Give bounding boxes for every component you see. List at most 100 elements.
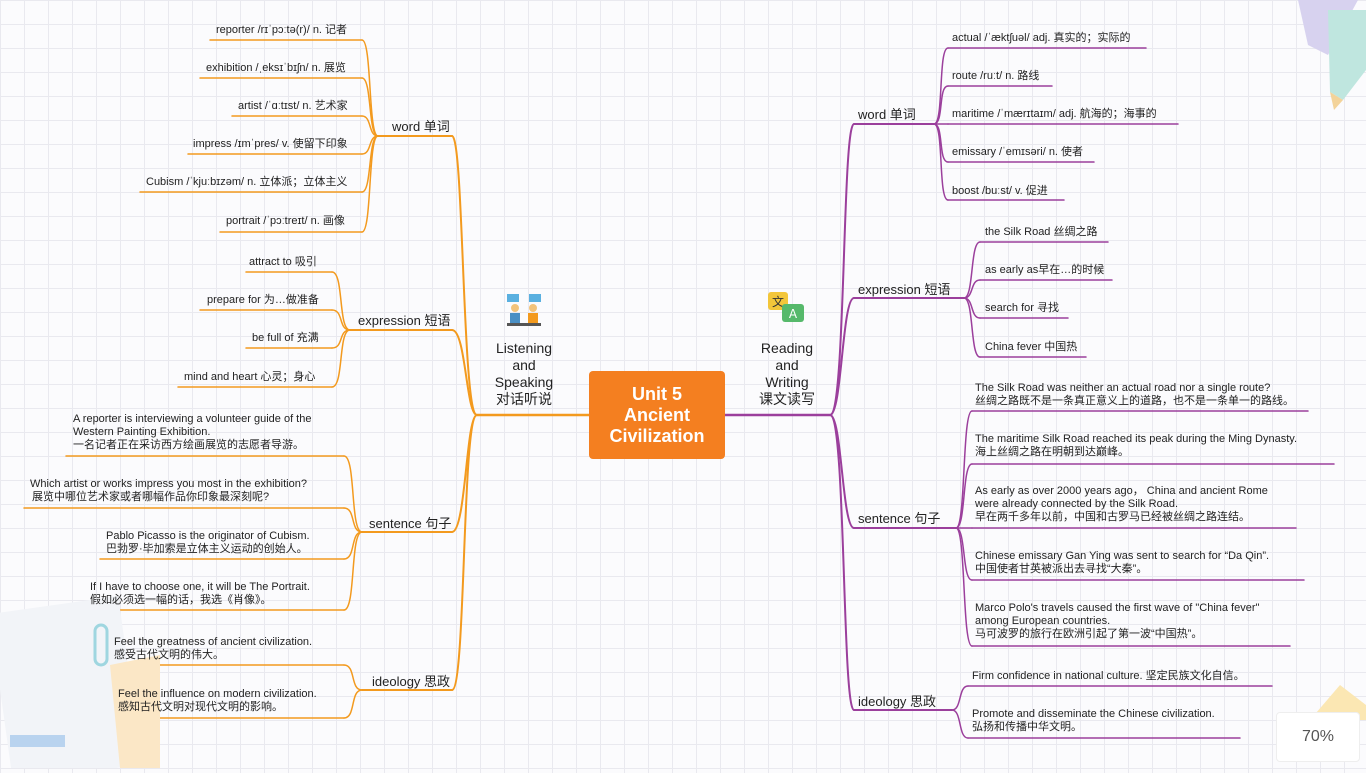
- ideology-line: Firm confidence in national culture. 坚定民…: [972, 670, 1245, 682]
- central-topic-line: Civilization: [609, 425, 705, 446]
- branch-label: 对话听说: [496, 391, 552, 407]
- vocab-item[interactable]: maritime /ˈmærɪtaɪm/ adj. 航海的；海事的: [952, 108, 1157, 120]
- category-word[interactable]: word 单词: [392, 119, 450, 134]
- phrase-item[interactable]: as early as早在…的时候: [985, 264, 1105, 276]
- leaf-connector: [361, 77, 379, 137]
- ideology-item[interactable]: Feel the influence on modern civilizatio…: [118, 688, 317, 714]
- zoom-level[interactable]: 70%: [1276, 712, 1360, 762]
- svg-text:文: 文: [772, 294, 784, 309]
- category-connector: [829, 414, 855, 711]
- ideology-line: Feel the influence on modern civilizatio…: [118, 688, 317, 700]
- category-connector: [829, 297, 855, 416]
- sentence-line: Pablo Picasso is the originator of Cubis…: [106, 530, 310, 542]
- sentence-line: Chinese emissary Gan Ying was sent to se…: [975, 550, 1270, 562]
- vocab-item[interactable]: impress /ɪmˈpres/ v. 使留下印象: [193, 138, 348, 150]
- notebook-decoration: [0, 585, 160, 773]
- sentence-line: 丝绸之路既不是一条真正意义上的道路，也不是一条单一的路线。: [975, 395, 1294, 407]
- sentence-item[interactable]: Marco Polo's travels caused the first wa…: [975, 602, 1259, 641]
- branch-label: and: [512, 357, 536, 373]
- ideology-line: 感知古代文明对现代文明的影响。: [118, 701, 283, 713]
- pencil-decoration: [1268, 0, 1366, 120]
- sentence-item[interactable]: Chinese emissary Gan Ying was sent to se…: [975, 550, 1269, 576]
- sentence-item[interactable]: As early as over 2000 years ago， China a…: [975, 485, 1268, 524]
- sentence-line: 一名记者正在采访西方绘画展览的志愿者导游。: [73, 439, 304, 451]
- central-topic-line: Unit 5: [631, 383, 682, 404]
- category-word[interactable]: word 单词: [858, 107, 916, 122]
- vocab-item[interactable]: emissary /ˈemɪsəri/ n. 使者: [952, 146, 1084, 158]
- vocab-item[interactable]: exhibition /ˌeksɪˈbɪʃn/ n. 展览: [206, 62, 346, 74]
- leaf-connector: [963, 279, 981, 299]
- ideology-item[interactable]: Firm confidence in national culture. 坚定民…: [972, 670, 1245, 683]
- sentence-line: As early as over 2000 years ago， China a…: [975, 485, 1268, 497]
- sentence-line: The maritime Silk Road reached its peak …: [975, 433, 1297, 445]
- leaf-connector: [343, 455, 363, 533]
- vocab-item[interactable]: artist /ˈɑːtɪst/ n. 艺术家: [238, 100, 348, 112]
- phrase-item[interactable]: be full of 充满: [252, 332, 319, 344]
- leaf-connector: [963, 297, 981, 319]
- leaf-connector: [343, 507, 363, 533]
- phrase-item[interactable]: prepare for 为…做准备: [207, 294, 319, 306]
- leaf-connector: [963, 297, 981, 358]
- sentence-item[interactable]: Pablo Picasso is the originator of Cubis…: [106, 530, 310, 556]
- sentence-item[interactable]: A reporter is interviewing a volunteer g…: [73, 413, 311, 452]
- leaf-connector: [343, 531, 363, 560]
- category-expression[interactable]: expression 短语: [858, 282, 951, 297]
- category-expression[interactable]: expression 短语: [358, 313, 451, 328]
- phrase-item[interactable]: China fever 中国热: [985, 341, 1078, 353]
- category-connector: [451, 414, 478, 533]
- central-topic[interactable]: Unit 5 Ancient Civilization: [589, 371, 725, 459]
- category-connector: [451, 135, 478, 416]
- category-ideology[interactable]: ideology 思政: [858, 694, 937, 709]
- category-sentence[interactable]: sentence 句子: [858, 511, 941, 526]
- phrase-item[interactable]: mind and heart 心灵；身心: [184, 371, 316, 383]
- leaf-connector: [933, 85, 949, 125]
- leaf-connector: [343, 689, 363, 719]
- leaf-connector: [331, 329, 351, 388]
- leaf-connector: [933, 123, 949, 201]
- vocab-item[interactable]: route /ruːt/ n. 路线: [952, 70, 1040, 82]
- ideology-line: Feel the greatness of ancient civilizati…: [114, 636, 313, 648]
- branch-label: Reading: [760, 340, 814, 356]
- vocab-item[interactable]: actual /ˈæktʃuəl/ adj. 真实的；实际的: [952, 32, 1131, 44]
- leaf-connector: [955, 463, 973, 529]
- category-connector: [829, 123, 855, 416]
- leaf-connector: [331, 271, 351, 331]
- ideology-item[interactable]: Feel the greatness of ancient civilizati…: [114, 636, 312, 662]
- vocab-item[interactable]: reporter /rɪˈpɔːtə(r)/ n. 记者: [216, 24, 348, 36]
- sentence-line: Marco Polo's travels caused the first wa…: [975, 602, 1260, 614]
- sentence-line: among European countries.: [975, 615, 1111, 627]
- sentence-line: The Silk Road was neither an actual road…: [975, 382, 1271, 394]
- leaf-connector: [963, 241, 981, 299]
- branch-label: Writing: [765, 374, 809, 390]
- phrase-item[interactable]: attract to 吸引: [249, 256, 317, 268]
- discussion-icon: [505, 292, 543, 328]
- phrase-item[interactable]: the Silk Road 丝绸之路: [985, 226, 1098, 238]
- vocab-item[interactable]: boost /buːst/ v. 促进: [952, 185, 1048, 197]
- branch-listening-speaking[interactable]: Listening and Speaking 对话听说: [478, 340, 570, 408]
- sentence-line: 中国使者甘英被派出去寻找“大秦”。: [975, 563, 1148, 575]
- sentence-line: A reporter is interviewing a volunteer g…: [73, 413, 312, 425]
- branch-reading-writing[interactable]: Reading and Writing 课文读写: [742, 340, 832, 408]
- category-ideology[interactable]: ideology 思政: [372, 674, 451, 689]
- central-topic-line: Ancient: [623, 404, 690, 425]
- leaf-connector: [361, 39, 379, 137]
- vocab-item[interactable]: Cubism /ˈkjuːbɪzəm/ n. 立体派；立体主义: [146, 176, 348, 188]
- branch-label: 课文读写: [759, 391, 815, 407]
- leaf-connector: [361, 115, 379, 137]
- leaf-connector: [331, 329, 351, 349]
- leaf-connector: [343, 664, 363, 691]
- sentence-line: 展览中哪位艺术家或者哪幅作品你印象最深刻呢?: [32, 491, 270, 503]
- sentence-item[interactable]: If I have to choose one, it will be The …: [90, 581, 310, 607]
- ideology-item[interactable]: Promote and disseminate the Chinese civi…: [972, 708, 1215, 734]
- vocab-item[interactable]: portrait /ˈpɔːtreɪt/ n. 画像: [226, 215, 345, 227]
- sentence-item[interactable]: The maritime Silk Road reached its peak …: [975, 433, 1297, 459]
- sentence-item[interactable]: Which artist or works impress you most i…: [30, 478, 307, 504]
- leaf-connector: [955, 410, 973, 529]
- branch-label: Speaking: [494, 374, 554, 390]
- sentence-item[interactable]: The Silk Road was neither an actual road…: [975, 382, 1294, 408]
- category-sentence[interactable]: sentence 句子: [369, 516, 452, 531]
- svg-text:A: A: [789, 307, 798, 321]
- sentence-line: 马可波罗的旅行在欧洲引起了第一波“中国热”。: [975, 628, 1203, 640]
- phrase-item[interactable]: search for 寻找: [985, 302, 1059, 314]
- sentence-line: If I have to choose one, it will be The …: [90, 581, 310, 593]
